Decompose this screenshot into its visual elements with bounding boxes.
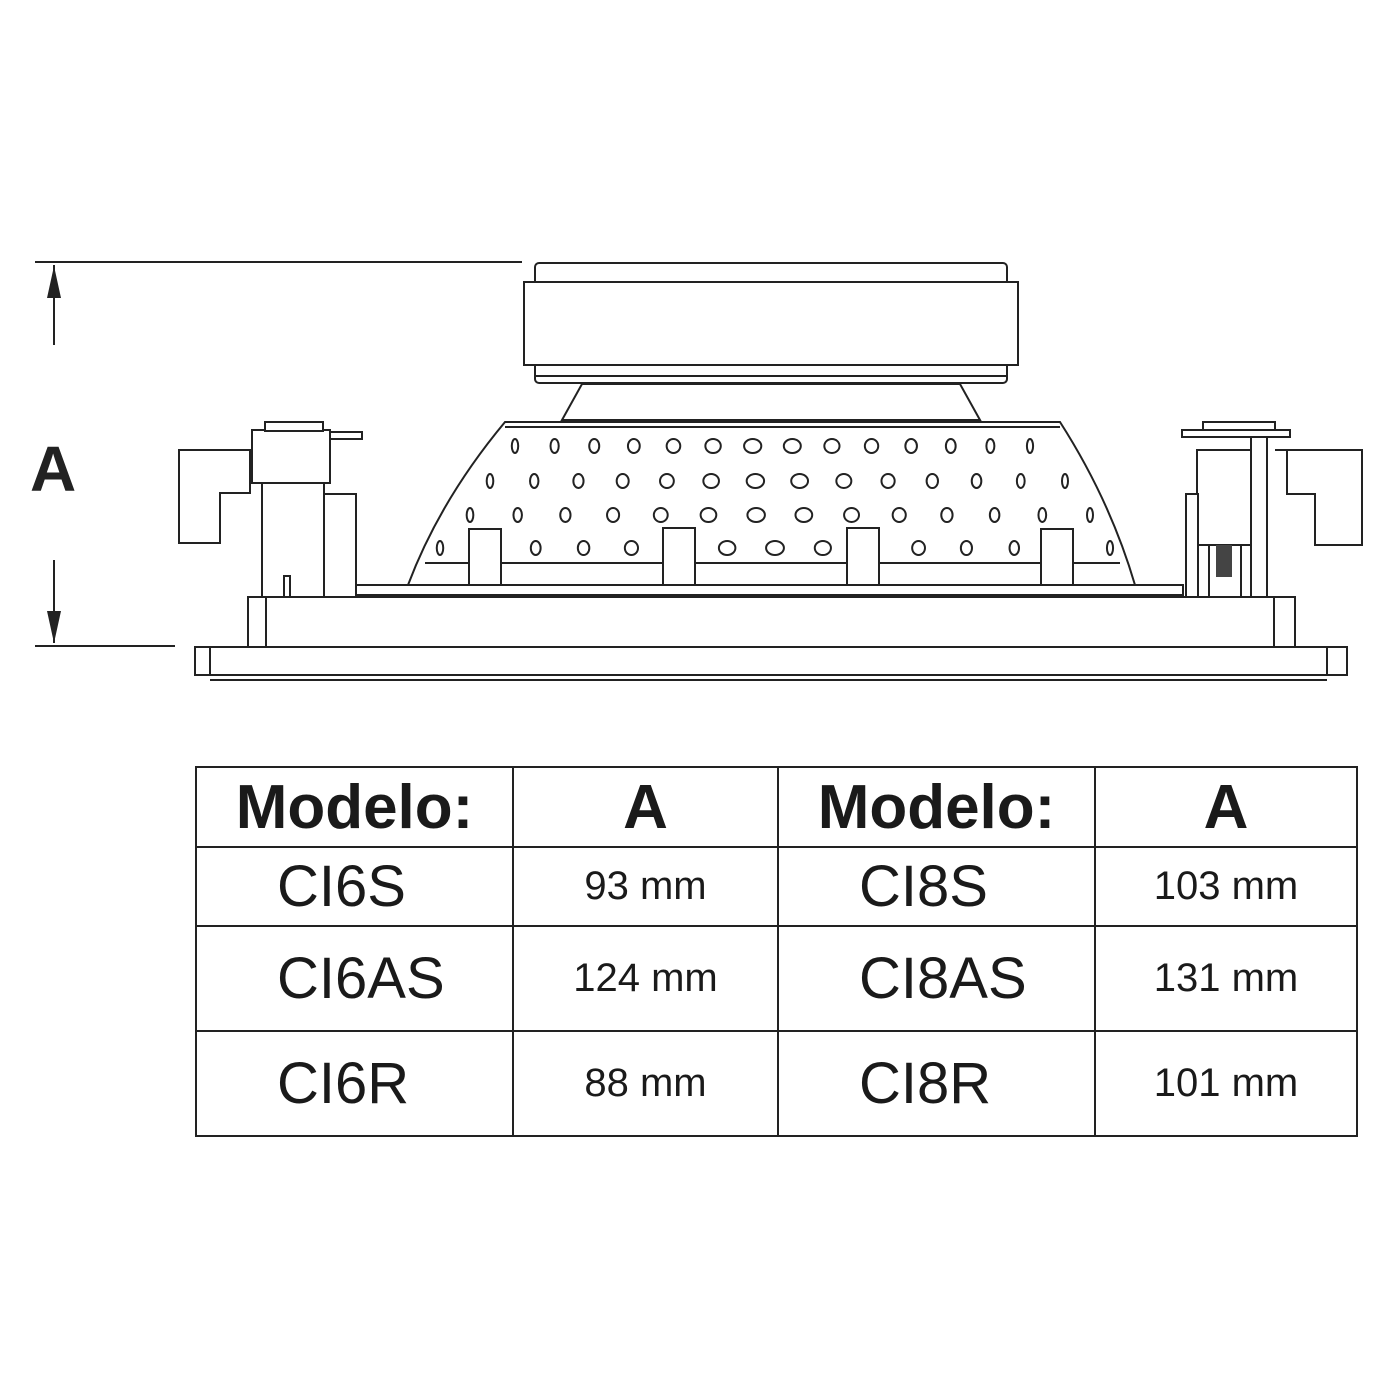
perforation-hole bbox=[790, 473, 810, 489]
perforation-hole bbox=[925, 473, 940, 489]
header-model-left: Modelo: bbox=[195, 766, 514, 848]
value-cell: 103 mm bbox=[1094, 846, 1358, 927]
perforation-hole bbox=[745, 473, 766, 489]
cone-basket bbox=[406, 421, 1137, 587]
perforation-hole bbox=[794, 507, 814, 523]
perforation-hole bbox=[813, 540, 832, 556]
value-cell: 131 mm bbox=[1094, 925, 1358, 1032]
perforation-hole bbox=[699, 507, 718, 523]
perforation-hole bbox=[970, 473, 983, 489]
left-mounting-clamp bbox=[178, 421, 363, 598]
perforation-hole bbox=[746, 507, 766, 523]
table-row: CI6AS 124 mm CI8AS 131 mm bbox=[195, 925, 1358, 1032]
perforation-hole bbox=[765, 540, 785, 556]
perforation-hole bbox=[615, 473, 630, 489]
dimensions-table: Modelo: A Modelo: A CI6S 93 mm CI8S 103 … bbox=[195, 766, 1358, 1137]
header-model-right: Modelo: bbox=[777, 766, 1096, 848]
perforation-hole bbox=[435, 540, 445, 556]
value-cell: 88 mm bbox=[512, 1030, 779, 1137]
perforation-hole bbox=[959, 540, 973, 556]
perforation-hole bbox=[659, 473, 675, 489]
perforation-hole bbox=[576, 540, 591, 556]
perforation-hole bbox=[702, 473, 720, 489]
perforation-hole bbox=[940, 507, 954, 523]
perforation-hole bbox=[588, 438, 601, 454]
perforation-hole bbox=[1105, 540, 1115, 556]
perforation-hole bbox=[1086, 507, 1094, 523]
arrow-up-icon bbox=[47, 266, 61, 298]
value-cell: 124 mm bbox=[512, 925, 779, 1032]
perforation-hole bbox=[704, 438, 722, 454]
model-cell: CI6S bbox=[195, 846, 514, 927]
perforation-hole bbox=[572, 473, 585, 489]
perforation-hole bbox=[944, 438, 957, 454]
perforation-hole bbox=[863, 438, 880, 454]
perforation-hole bbox=[835, 473, 853, 489]
perforation-hole bbox=[1025, 438, 1035, 454]
model-cell: CI8S bbox=[777, 846, 1096, 927]
perforation-hole bbox=[665, 438, 682, 454]
header-a-left: A bbox=[512, 766, 779, 848]
perforation-hole bbox=[904, 438, 918, 454]
value-cell: 93 mm bbox=[512, 846, 779, 927]
perforation-hole bbox=[843, 507, 860, 523]
arrow-down-icon bbox=[47, 611, 61, 643]
model-cell: CI6AS bbox=[195, 925, 514, 1032]
perforation-hole bbox=[911, 540, 926, 556]
dimension-a-label: A bbox=[30, 433, 77, 505]
perforation-hole bbox=[623, 540, 640, 556]
perforation-hole bbox=[1037, 507, 1048, 523]
perforation-hole bbox=[880, 473, 896, 489]
perforation-hole bbox=[743, 438, 763, 454]
perforation-hole bbox=[891, 507, 907, 523]
dimension-a bbox=[35, 261, 522, 647]
perforation-hole bbox=[652, 507, 669, 523]
table-row: CI6S 93 mm CI8S 103 mm bbox=[195, 846, 1358, 927]
model-cell: CI6R bbox=[195, 1030, 514, 1137]
right-mounting-clamp bbox=[1181, 421, 1363, 598]
magnet bbox=[523, 262, 1019, 421]
perforation-hole bbox=[512, 507, 523, 523]
perforation-hole bbox=[823, 438, 841, 454]
perforation-hole bbox=[529, 540, 542, 556]
perforation-hole bbox=[549, 438, 560, 454]
perforation-hole bbox=[1015, 473, 1026, 489]
perforation-hole bbox=[988, 507, 1001, 523]
perforation-hole bbox=[1061, 473, 1069, 489]
model-cell: CI8R bbox=[777, 1030, 1096, 1137]
perforation-hole bbox=[606, 507, 621, 523]
perforation-hole bbox=[510, 438, 520, 454]
perforation-hole bbox=[485, 473, 495, 489]
perforation-hole bbox=[465, 507, 475, 523]
perforation-hole bbox=[529, 473, 540, 489]
perforation-hole bbox=[985, 438, 996, 454]
table-header-row: Modelo: A Modelo: A bbox=[195, 766, 1358, 848]
perforation-hole bbox=[626, 438, 641, 454]
perforation-hole bbox=[1008, 540, 1021, 556]
value-cell: 101 mm bbox=[1094, 1030, 1358, 1137]
header-a-right: A bbox=[1094, 766, 1358, 848]
perforation-hole bbox=[717, 540, 737, 556]
frame bbox=[194, 584, 1348, 681]
model-cell: CI8AS bbox=[777, 925, 1096, 1032]
perforation-hole bbox=[559, 507, 572, 523]
table-row: CI6R 88 mm CI8R 101 mm bbox=[195, 1030, 1358, 1137]
perforation-hole bbox=[782, 438, 802, 454]
